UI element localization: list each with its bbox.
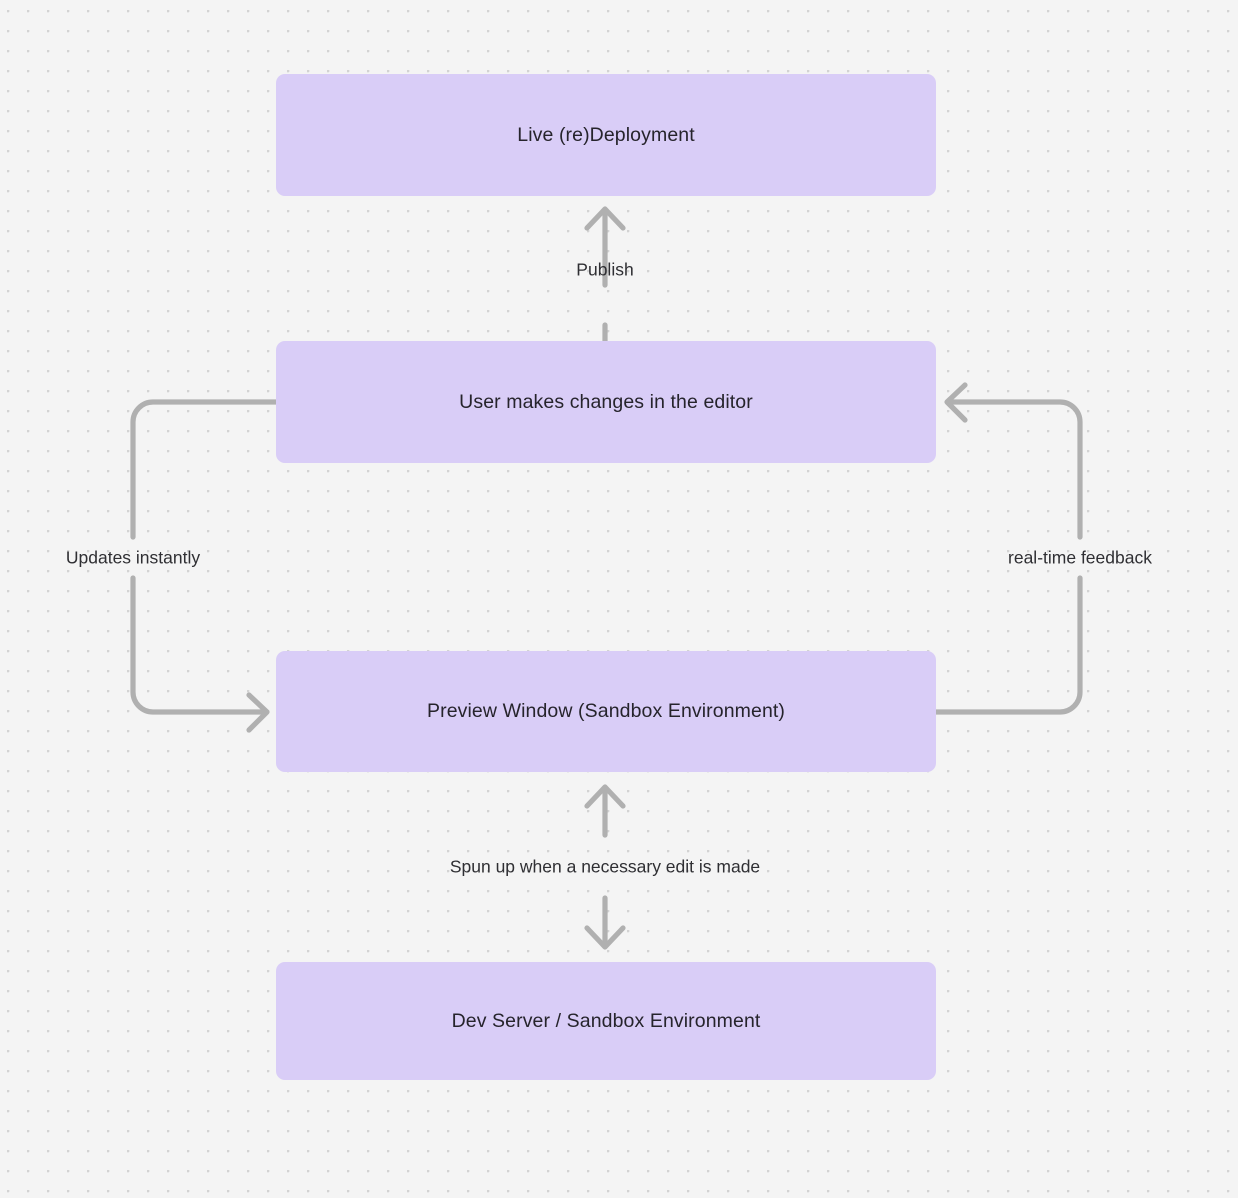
node-preview-window-label: Preview Window (Sandbox Environment) [427,700,785,723]
node-preview-window[interactable]: Preview Window (Sandbox Environment) [276,651,936,772]
edge-label-spun-up: Spun up when a necessary edit is made [449,856,761,877]
edge-label-real-time-feedback: real-time feedback [1008,547,1152,568]
edge-label-publish: Publish [576,259,634,280]
edge-label-updates-instantly: Updates instantly [65,547,201,568]
node-dev-server-label: Dev Server / Sandbox Environment [451,1009,761,1032]
node-user-edits[interactable]: User makes changes in the editor [276,341,936,463]
node-live-deployment[interactable]: Live (re)Deployment [276,74,936,196]
node-user-edits-label: User makes changes in the editor [459,390,753,413]
node-live-deployment-label: Live (re)Deployment [517,123,695,146]
node-dev-server[interactable]: Dev Server / Sandbox Environment [276,962,936,1080]
